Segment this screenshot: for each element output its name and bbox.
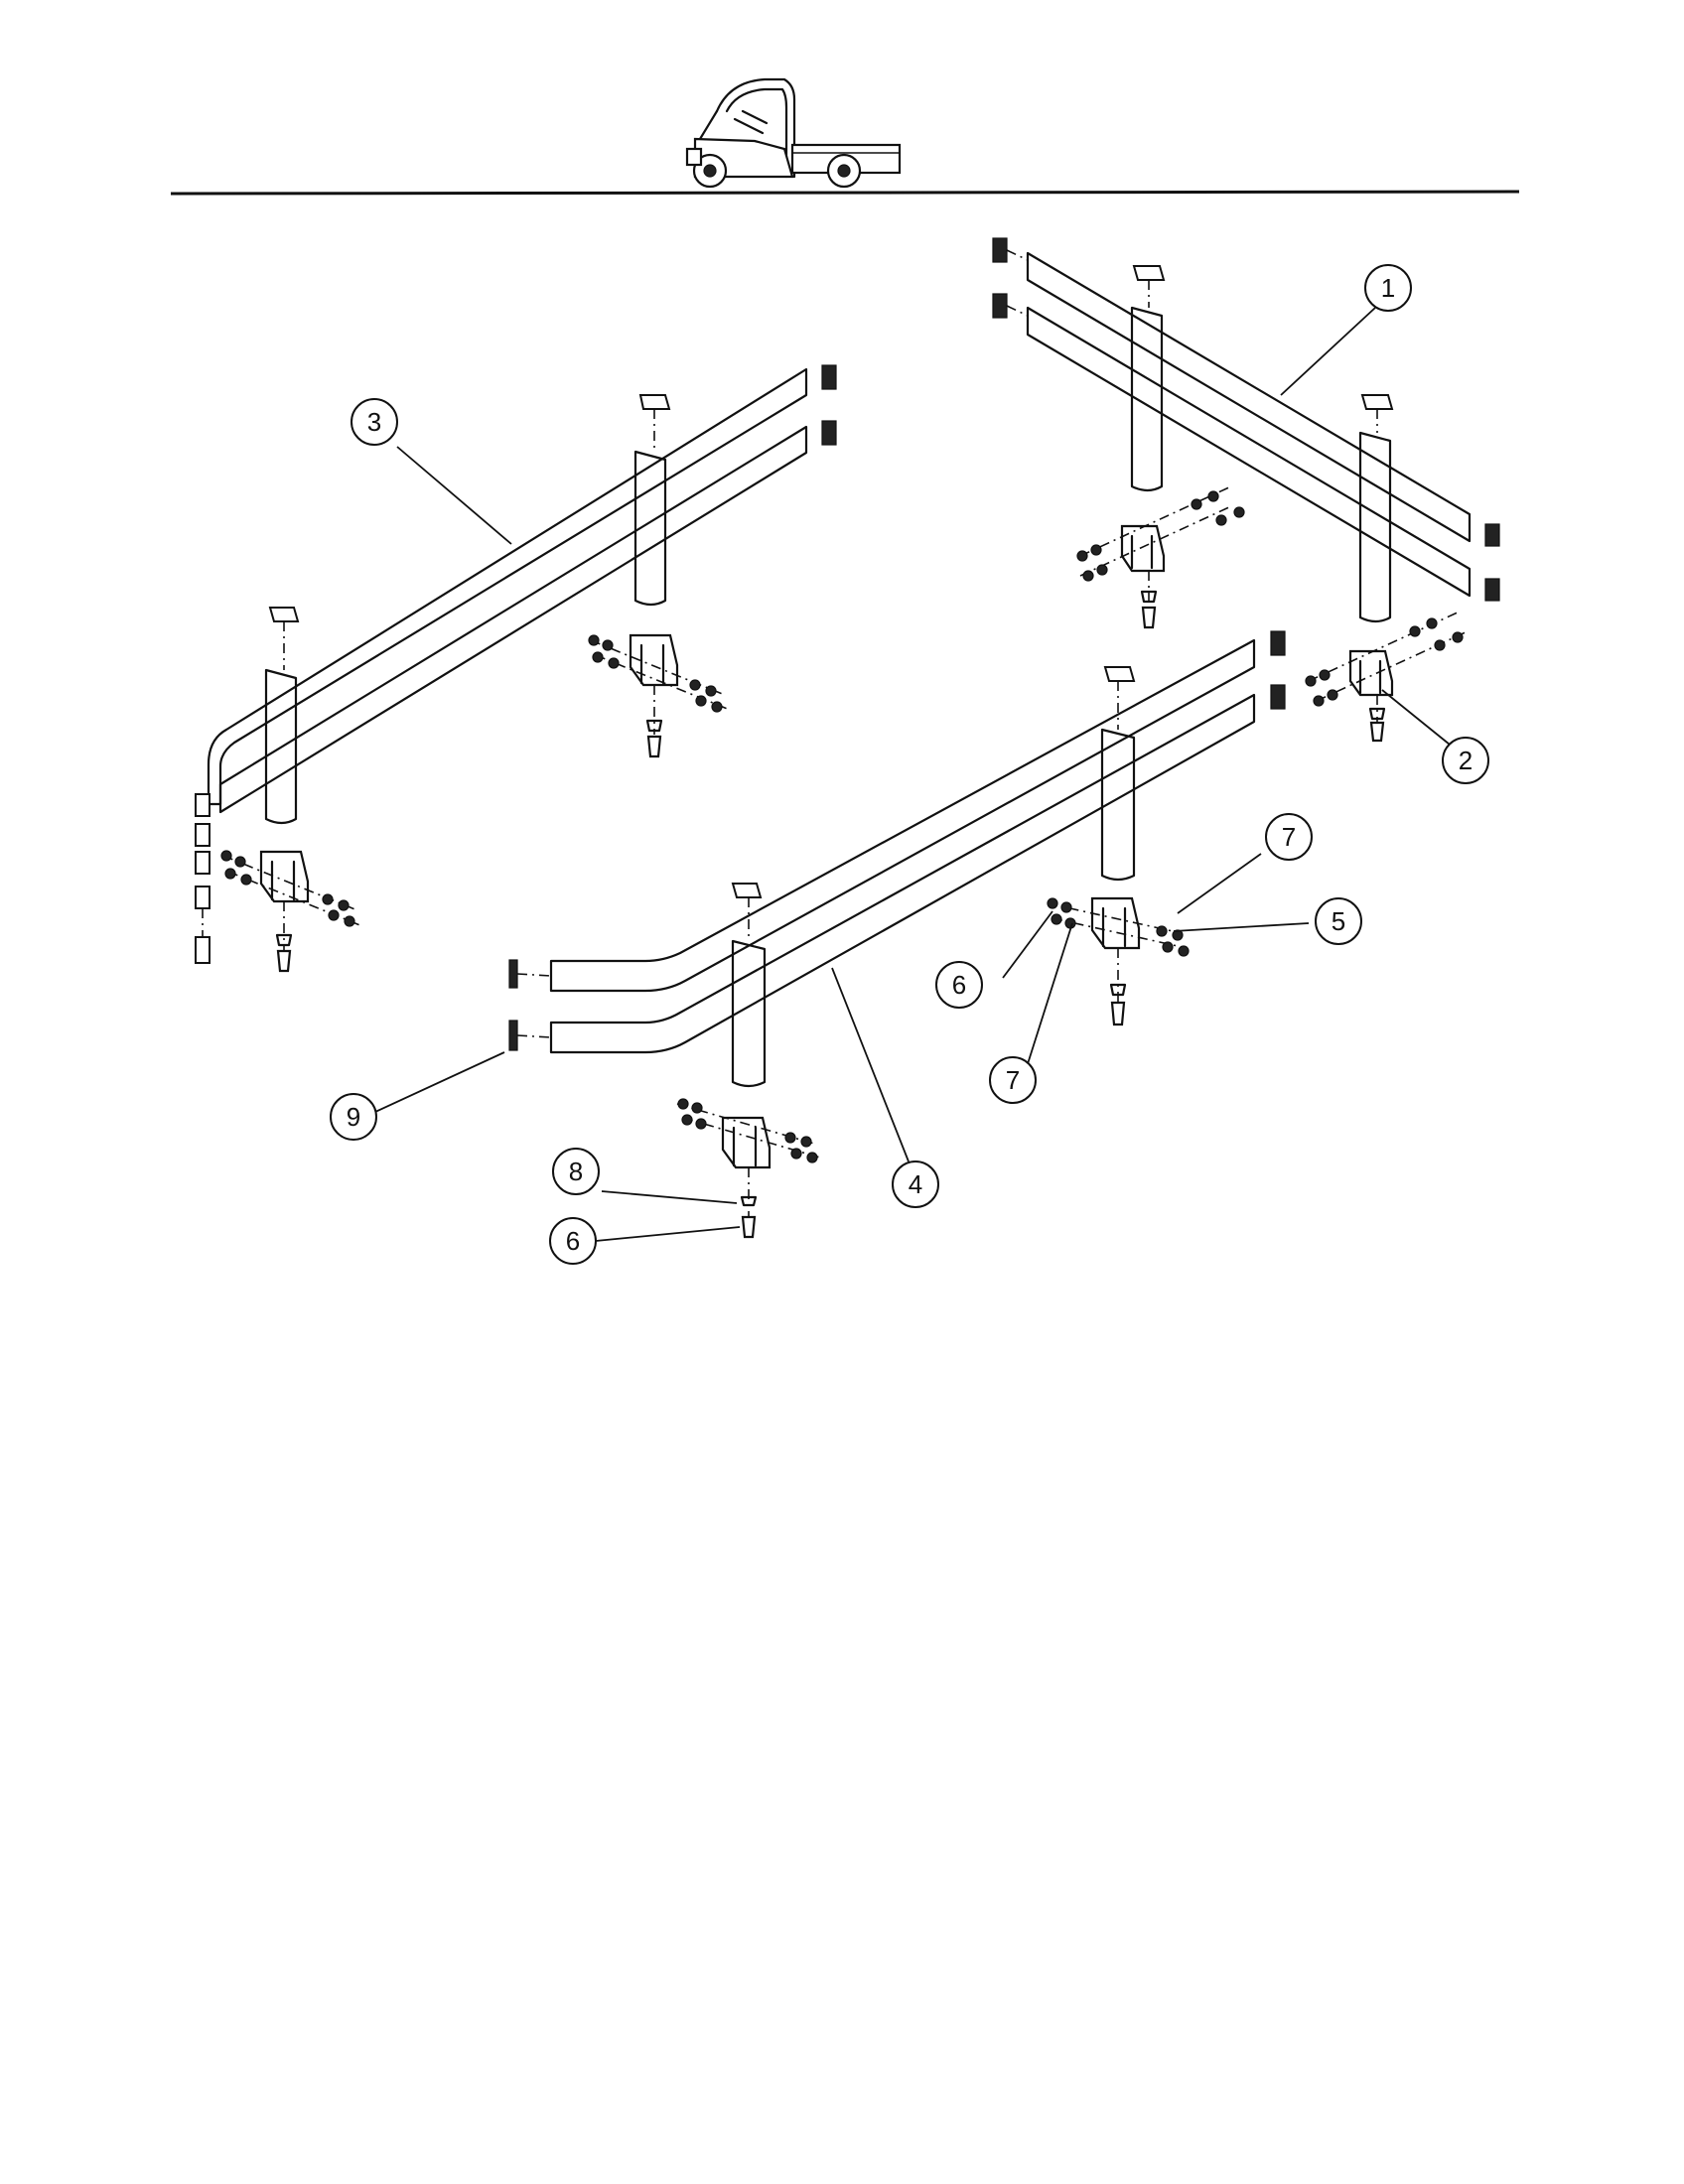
callout-2-label: 2 [1459, 746, 1473, 775]
header-rule [170, 190, 1520, 196]
mount-bracket [676, 1098, 821, 1239]
callout-1: 1 [1364, 264, 1412, 312]
mount-bracket [220, 850, 363, 973]
callout-8-label: 8 [569, 1157, 583, 1186]
callout-7: 7 [1265, 813, 1313, 861]
mount-bracket [1076, 485, 1245, 629]
callout-7-label: 7 [1006, 1065, 1020, 1095]
side-rail-assembly-1 [992, 237, 1500, 743]
mount-bracket [588, 633, 731, 758]
callout-6-label: 6 [566, 1226, 580, 1256]
side-rail-assembly-4 [508, 630, 1286, 1239]
callout-8: 8 [552, 1148, 600, 1195]
callout-9: 9 [330, 1093, 377, 1141]
callout-6: 6 [549, 1217, 597, 1265]
callout-7: 7 [989, 1056, 1037, 1104]
callout-3-label: 3 [367, 407, 381, 437]
callout-5-label: 5 [1332, 906, 1345, 936]
mount-bracket [1305, 611, 1469, 743]
callout-6: 6 [935, 961, 983, 1009]
callout-4-label: 4 [909, 1169, 922, 1199]
mount-bracket [1047, 896, 1190, 1026]
callout-1-label: 1 [1381, 273, 1395, 303]
callout-5: 5 [1315, 897, 1362, 945]
utility-vehicle-icon [685, 77, 902, 189]
callout-leaders [374, 307, 1451, 1242]
callout-2: 2 [1442, 737, 1489, 784]
callout-7-label: 7 [1282, 822, 1296, 852]
callout-3: 3 [351, 398, 398, 446]
callout-4: 4 [892, 1160, 939, 1208]
callout-6-label: 6 [952, 970, 966, 1000]
callout-9-label: 9 [347, 1102, 360, 1132]
side-rail-assembly-3 [195, 364, 837, 973]
